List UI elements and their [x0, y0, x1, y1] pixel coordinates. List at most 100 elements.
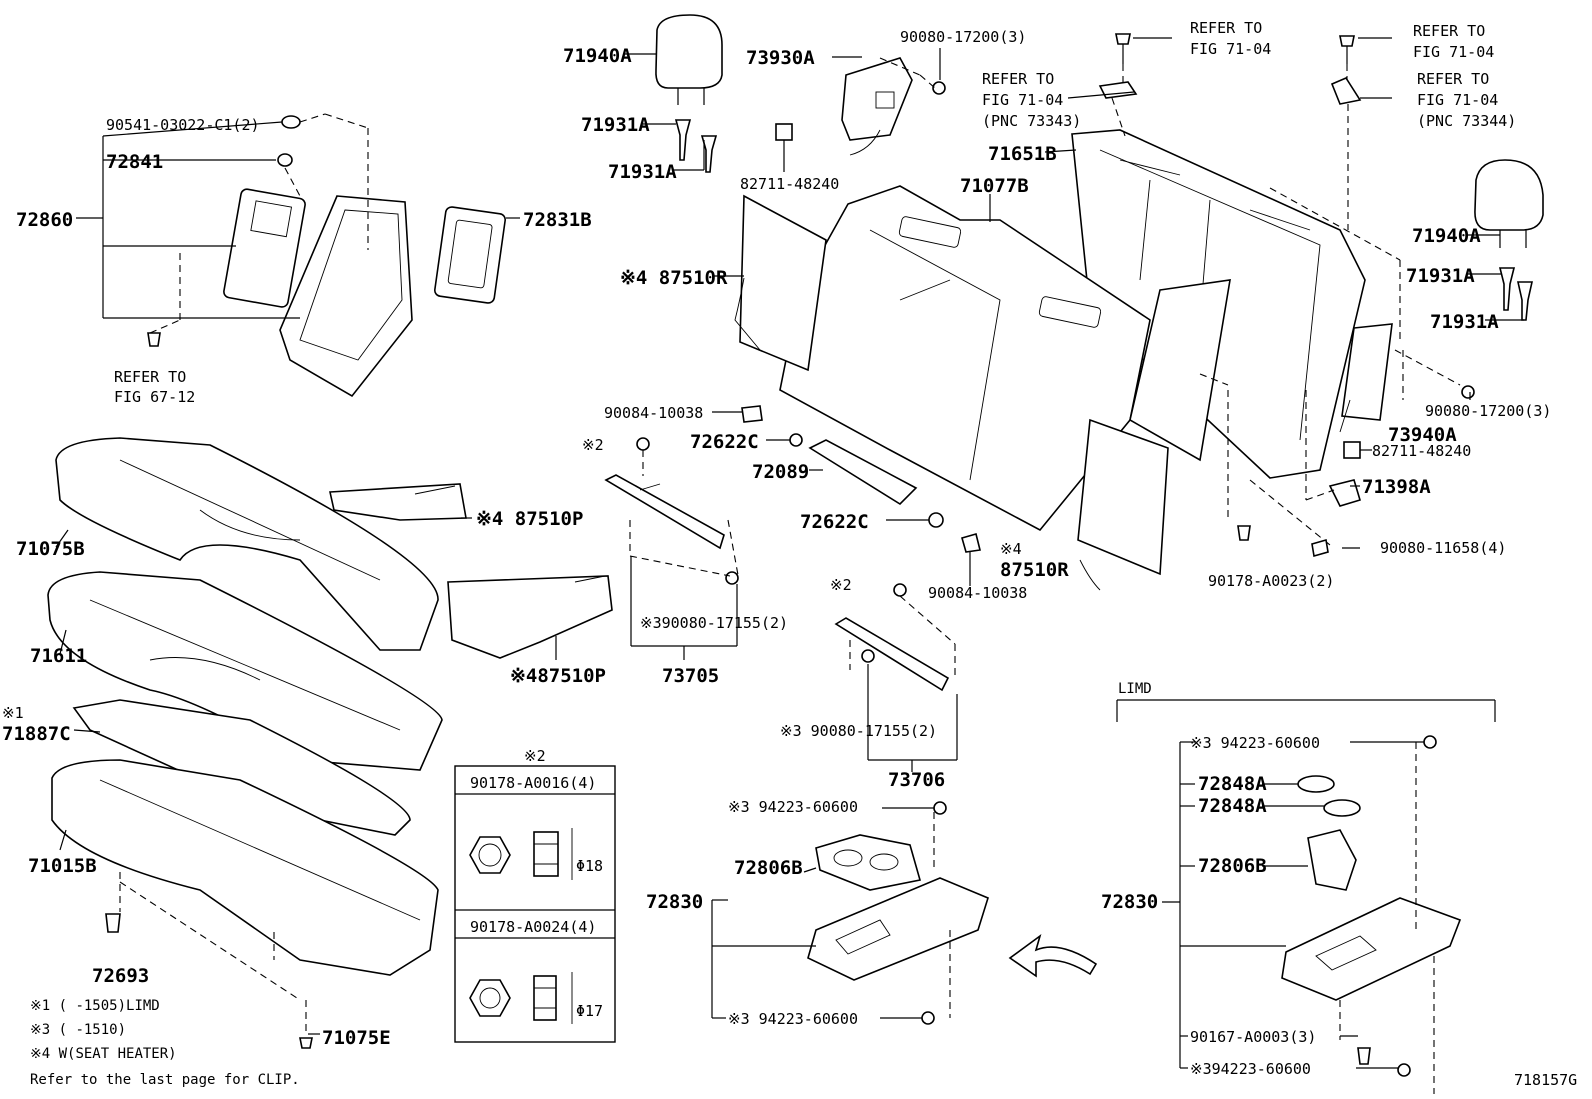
label-refer-67: REFER TO: [114, 368, 186, 386]
bracket-73705: [604, 437, 739, 660]
label-72841: 72841: [106, 151, 163, 173]
label-73940a: 73940A: [1388, 424, 1457, 446]
label-72830-2: 72830: [1101, 891, 1158, 913]
armrest-back-leaders: [76, 113, 520, 334]
label-82711-1: 82711-48240: [740, 175, 839, 193]
bracket-73706: [834, 583, 958, 772]
label-fig-c: FIG 71-04: [1413, 43, 1494, 61]
cushion-leaders: [55, 517, 557, 1035]
label-pnc-b: (PNC 73343): [982, 112, 1081, 130]
label-71931a-3: 71931A: [1406, 265, 1475, 287]
label-pnc-d: (PNC 73344): [1417, 112, 1516, 130]
label-fig-a: FIG 71-04: [1190, 40, 1271, 58]
label-90178-a0023: 90178-A0023(2): [1208, 572, 1334, 590]
label-94223-3: ※3 94223-60600: [1190, 734, 1320, 752]
part-labels: 71940A 71931A 71931A 73930A 90080-17200(…: [2, 19, 1577, 1089]
note-1: ※1 ( -1505)LIMD: [30, 998, 160, 1014]
label-71651b: 71651B: [988, 143, 1057, 165]
label-73705: 73705: [662, 665, 719, 687]
label-71940a-2: 71940A: [1412, 225, 1481, 247]
label-71931a-1: 71931A: [581, 114, 650, 136]
label-87510r-1: ※4 87510R: [620, 267, 728, 289]
heater-mat-cushion: [329, 483, 613, 659]
headrest-leaders-top: [624, 48, 941, 172]
label-72693: 72693: [92, 965, 149, 987]
label-72831b: 72831B: [523, 209, 592, 231]
note-clip: Refer to the last page for CLIP.: [30, 1072, 300, 1088]
limd-bracket: [1116, 699, 1496, 722]
seatback-assembly: [779, 129, 1366, 532]
label-72806b-2: 72806B: [1198, 855, 1267, 877]
heater-mat-back-right: [1077, 418, 1169, 591]
label-90084-1: 90084-10038: [604, 404, 703, 422]
label-box-b: 90178-A0024(4): [470, 918, 596, 936]
label-71015b: 71015B: [28, 855, 97, 877]
label-fig-b: FIG 71-04: [982, 91, 1063, 109]
label-refer-d: REFER TO: [1417, 70, 1489, 88]
limd-leaders: [1162, 741, 1424, 1069]
note-4: ※4 W(SEAT HEATER): [30, 1046, 177, 1062]
label-71611: 71611: [30, 645, 87, 667]
label-72860: 72860: [16, 209, 73, 231]
label-refer-b: REFER TO: [982, 70, 1054, 88]
label-73930a: 73930A: [746, 47, 815, 69]
label-72089: 72089: [752, 461, 809, 483]
direction-arrow: [1008, 933, 1098, 978]
label-box-title: ※2: [524, 747, 546, 765]
heater-mat-back-left: [734, 194, 827, 372]
label-90080-17200-1: 90080-17200(3): [900, 28, 1026, 46]
hinge-72089: [712, 405, 981, 586]
label-72848a-1: 72848A: [1198, 773, 1267, 795]
label-mark2-a: ※2: [582, 436, 604, 454]
seat-cushion-layers: [47, 437, 443, 976]
label-71931a-2: 71931A: [608, 161, 677, 183]
label-90080-17200-2: 90080-17200(3): [1425, 402, 1551, 420]
label-72806b-1: 72806B: [734, 857, 803, 879]
label-limd: LIMD: [1118, 681, 1152, 697]
note-3: ※3 ( -1510): [30, 1022, 126, 1038]
label-box-b-dim: Φ17: [576, 1002, 603, 1020]
label-fig-67: FIG 67-12: [114, 388, 195, 406]
label-71931a-4: 71931A: [1430, 311, 1499, 333]
label-72848a-2: 72848A: [1198, 795, 1267, 817]
label-71940a-1: 71940A: [563, 45, 632, 67]
label-94223-2: ※3 94223-60600: [728, 1010, 858, 1028]
label-87510r-2-mark: ※4: [1000, 540, 1022, 558]
label-90167: 90167-A0003(3): [1190, 1028, 1316, 1046]
label-90084-2: 90084-10038: [928, 584, 1027, 602]
armrest-latch-left: [775, 57, 946, 156]
label-box-a-dim: Φ18: [576, 857, 603, 875]
label-refer-c: REFER TO: [1413, 22, 1485, 40]
figure-number: 718157G: [1514, 1071, 1577, 1089]
armrest-limd: [1281, 735, 1462, 1094]
label-73706: 73706: [888, 769, 945, 791]
label-72622c-1: 72622C: [690, 431, 759, 453]
headrest-left: [655, 14, 723, 173]
label-box-a: 90178-A0016(4): [470, 774, 596, 792]
label-90541: 90541-03022-C1(2): [106, 116, 260, 134]
armrest-latch-right: [1328, 323, 1475, 507]
label-71398a: 71398A: [1362, 476, 1431, 498]
nut-detail-box: [454, 765, 616, 1043]
label-90080-17155-2: ※3 90080-17155(2): [780, 722, 937, 740]
label-71075e: 71075E: [322, 1027, 391, 1049]
label-72830-1: 72830: [646, 891, 703, 913]
label-71077b: 71077B: [960, 175, 1029, 197]
armrest-back-assembly: [147, 115, 506, 398]
label-90080-11658: 90080-11658(4): [1380, 539, 1506, 557]
label-fig-d: FIG 71-04: [1417, 91, 1498, 109]
label-72622c-2: 72622C: [800, 511, 869, 533]
label-71887c: 71887C: [2, 723, 71, 745]
armrest-center-lower: [711, 801, 989, 1025]
label-mark2-b: ※2: [830, 576, 852, 594]
cushion-clips: [105, 872, 313, 1049]
seatback-leaders: [714, 37, 1524, 558]
refer-bolts-top: [1098, 33, 1362, 230]
label-82711-2: 82711-48240: [1372, 442, 1471, 460]
label-94223-1: ※3 94223-60600: [728, 798, 858, 816]
label-refer-a: REFER TO: [1190, 19, 1262, 37]
label-71075b: 71075B: [16, 538, 85, 560]
label-90080-17155-1: ※390080-17155(2): [640, 614, 788, 632]
